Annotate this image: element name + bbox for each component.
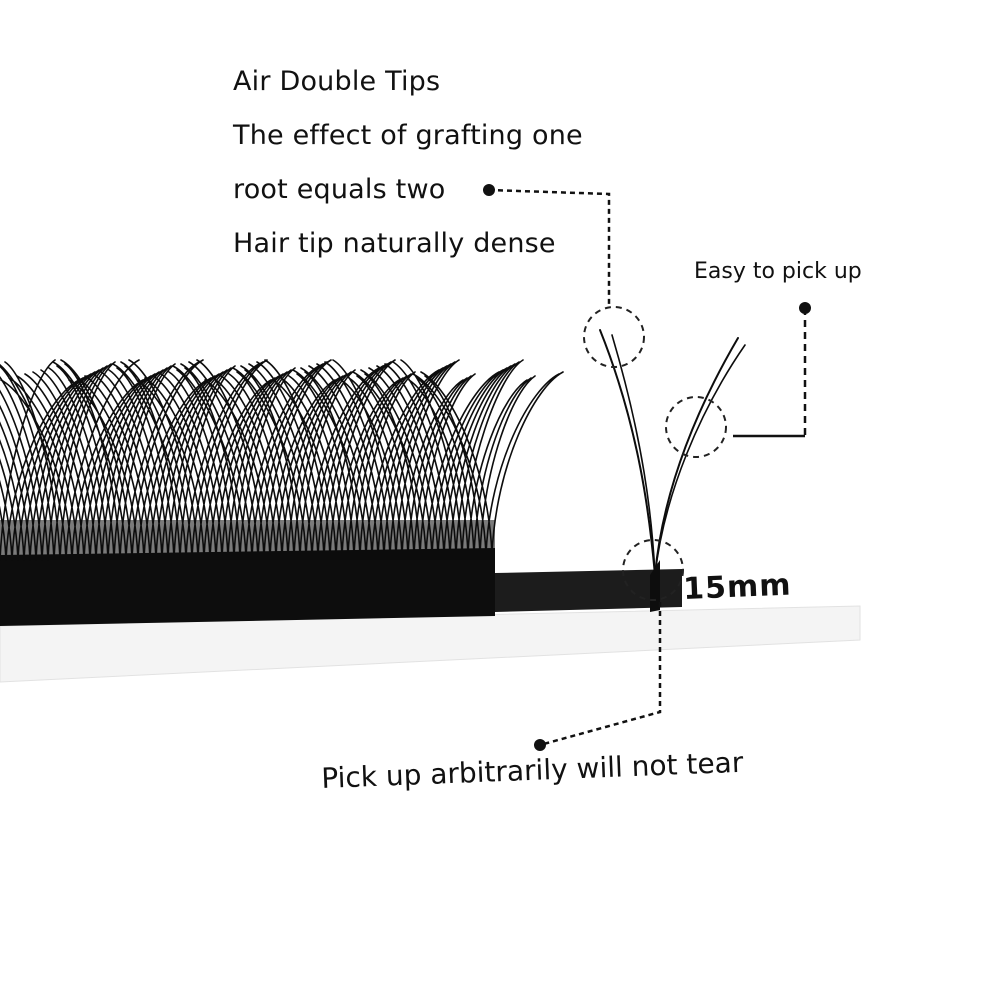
tip-marker-circle bbox=[583, 306, 645, 368]
tape-area bbox=[495, 569, 682, 612]
easy-pick-label: Easy to pick up bbox=[694, 259, 862, 284]
easy-pick-callout-line bbox=[733, 302, 811, 438]
description-line-4: Hair tip naturally dense bbox=[233, 228, 556, 259]
lash-density-shade bbox=[0, 520, 495, 560]
description-line-3: root equals two bbox=[233, 174, 446, 205]
no-tear-callout-line bbox=[534, 602, 662, 751]
length-label: 15mm bbox=[682, 567, 793, 607]
description-line-2: The effect of grafting one bbox=[233, 120, 583, 151]
lash-strip-card bbox=[0, 605, 861, 683]
description-callout-line bbox=[483, 184, 611, 306]
pick-marker-circle bbox=[665, 396, 727, 458]
root-marker-circle bbox=[622, 539, 684, 601]
lash-fans bbox=[0, 359, 564, 561]
lash-fan-strands bbox=[0, 359, 564, 561]
lash-base-band bbox=[0, 548, 495, 626]
description-line-1: Air Double Tips bbox=[233, 66, 441, 97]
